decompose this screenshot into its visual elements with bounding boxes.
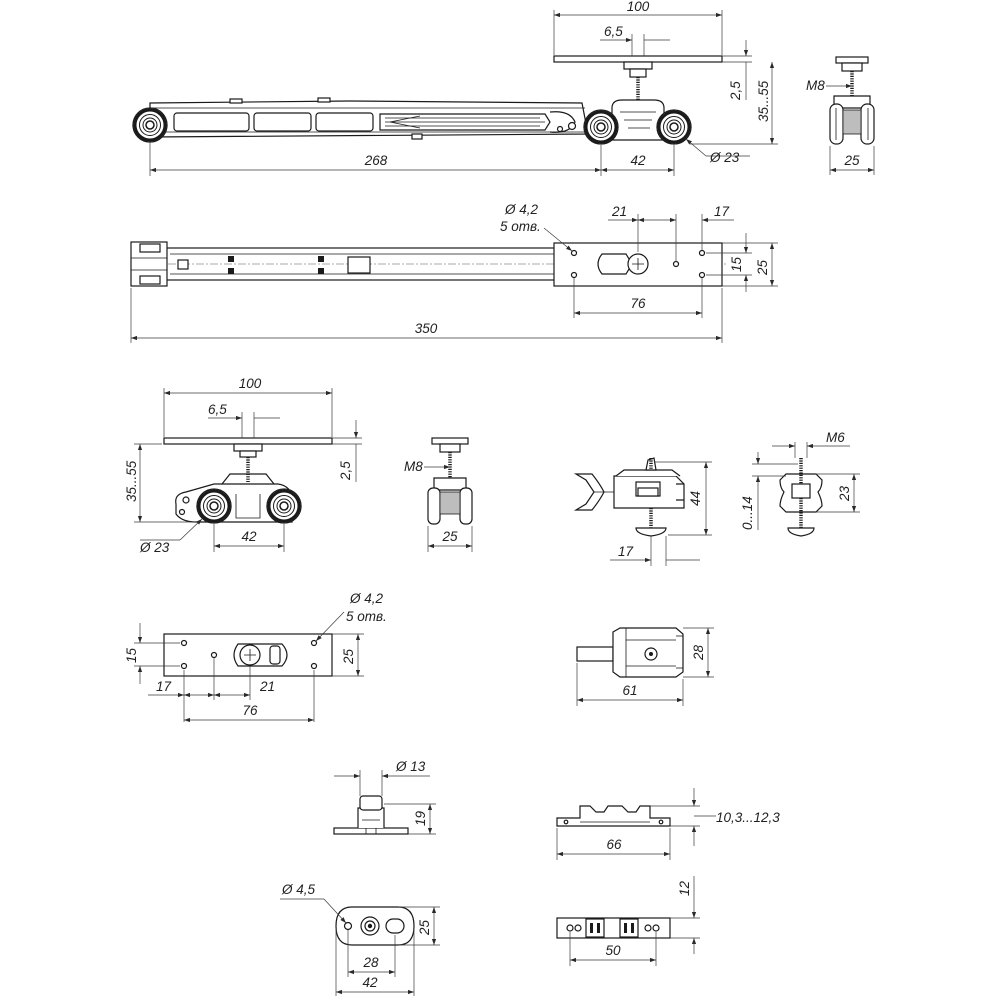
dim-hole-count: 5 отв. <box>500 219 541 234</box>
dim-wheel-diameter: Ø 23 <box>709 150 740 165</box>
dim-roller-height-range: 35...55 <box>124 460 139 502</box>
dim-pin-height: 19 <box>413 810 428 826</box>
dim-roller-wheel-spacing: 42 <box>241 529 257 544</box>
dim-hole-span: 76 <box>630 296 646 311</box>
roller-wheel-left <box>195 487 233 525</box>
end-wheel-right <box>860 103 875 145</box>
dim-pin-diameter: Ø 13 <box>395 759 426 774</box>
dim-guide-top-length: 50 <box>605 943 621 958</box>
dim-stopper-width: 23 <box>837 485 852 502</box>
dim-thread: M8 <box>806 78 825 93</box>
dim-stud-offset: 6,5 <box>604 24 623 39</box>
dim-roller-stud-offset: 6,5 <box>208 402 227 417</box>
end-wheel-left <box>829 103 844 145</box>
dim-hole-diameter: Ø 4,2 <box>504 202 539 217</box>
guide-bracket-view: Ø 4,5 25 28 42 <box>280 882 440 996</box>
dim-stopper-depth: 28 <box>691 644 706 661</box>
dim-stopper-length: 61 <box>622 683 637 698</box>
dim-roller-hole-count: 5 отв. <box>346 609 387 624</box>
bottom-guide-plate <box>556 917 671 939</box>
dim-wheel-spacing: 42 <box>630 153 646 168</box>
dim-roller-offset-a: 21 <box>259 679 275 694</box>
dim-roller-plate-thickness: 2,5 <box>338 461 353 481</box>
bottom-guide-profile <box>556 805 671 827</box>
dim-stopper-screw-offset: 17 <box>618 544 634 559</box>
stopper-top-view: 28 61 <box>576 627 714 706</box>
dim-end-width: 25 <box>843 153 860 168</box>
dim-roller-end-width: 25 <box>441 529 458 544</box>
dim-bracket-hole-spacing: 28 <box>362 955 379 970</box>
dim-height-range: 35...55 <box>756 80 771 122</box>
roller-carriage-end-view: M8 25 <box>404 437 473 552</box>
stopper-end-view: M6 0...14 23 <box>740 430 860 537</box>
dim-arm-length: 268 <box>364 153 388 168</box>
dim-bracket-depth: 25 <box>417 919 432 936</box>
dim-stopper-adjust-range: 0...14 <box>740 496 755 530</box>
dim-guide-height-range: 10,3...12,3 <box>716 810 780 825</box>
dim-roller-hole-diameter: Ø 4,2 <box>349 591 384 606</box>
dim-stopper-thread: M6 <box>826 430 845 445</box>
dim-bracket-diameter: Ø 4,5 <box>281 882 316 897</box>
stopper-side-view: 44 17 <box>573 457 712 566</box>
carriage-assembly-end-view: M8 25 <box>806 56 875 175</box>
roller-carriage-side-view: 100 6,5 2,5 35...55 Ø 23 42 <box>124 376 362 555</box>
dim-roller-plate-width: 100 <box>239 376 262 391</box>
dim-roller-hole-span: 76 <box>242 703 258 718</box>
dim-plate-depth: 25 <box>755 259 770 276</box>
guide-pin-view: Ø 13 19 <box>333 759 436 835</box>
dim-guide-depth: 12 <box>677 880 692 896</box>
bottom-guide-side-view: 10,3...12,3 66 <box>556 788 780 860</box>
dim-plate-thickness: 2,5 <box>728 81 743 101</box>
stud-nut <box>623 61 653 70</box>
dim-stopper-height: 44 <box>688 491 703 506</box>
dim-bracket-length: 42 <box>362 975 378 990</box>
dim-roller-thread: M8 <box>404 459 423 474</box>
mounting-plate <box>553 55 723 63</box>
roller-wheel-right <box>265 487 303 525</box>
dim-offset-b: 17 <box>714 204 730 219</box>
dim-roller-offset-b: 17 <box>156 679 172 694</box>
dim-roller-wheel-diameter: Ø 23 <box>139 540 170 555</box>
carriage-assembly-top-view: Ø 4,2 5 отв. 21 17 15 25 76 350 <box>130 202 778 343</box>
carriage-assembly-side-view: 100 6,5 2,5 35...55 268 42 Ø 23 <box>131 0 778 176</box>
guide-pin-cap <box>359 795 383 811</box>
bottom-guide-top-view: 12 50 <box>556 876 700 966</box>
guide-pin-base <box>333 827 409 835</box>
dim-guide-length: 66 <box>606 837 622 852</box>
stopper-jaws <box>573 473 605 511</box>
dim-offset-a: 21 <box>611 204 627 219</box>
dim-roller-row-spacing: 15 <box>124 647 139 663</box>
dim-roller-plate-depth: 25 <box>341 648 356 665</box>
front-wheel-2 <box>655 108 693 146</box>
dim-plate-width: 100 <box>627 0 650 14</box>
front-wheel-1 <box>582 108 620 146</box>
dim-overall-length: 350 <box>415 321 438 336</box>
dim-row-spacing: 15 <box>729 256 744 272</box>
roller-carriage-plate-view: Ø 4,2 5 отв. 15 25 17 21 76 <box>124 591 387 723</box>
rear-wheel <box>131 106 169 144</box>
